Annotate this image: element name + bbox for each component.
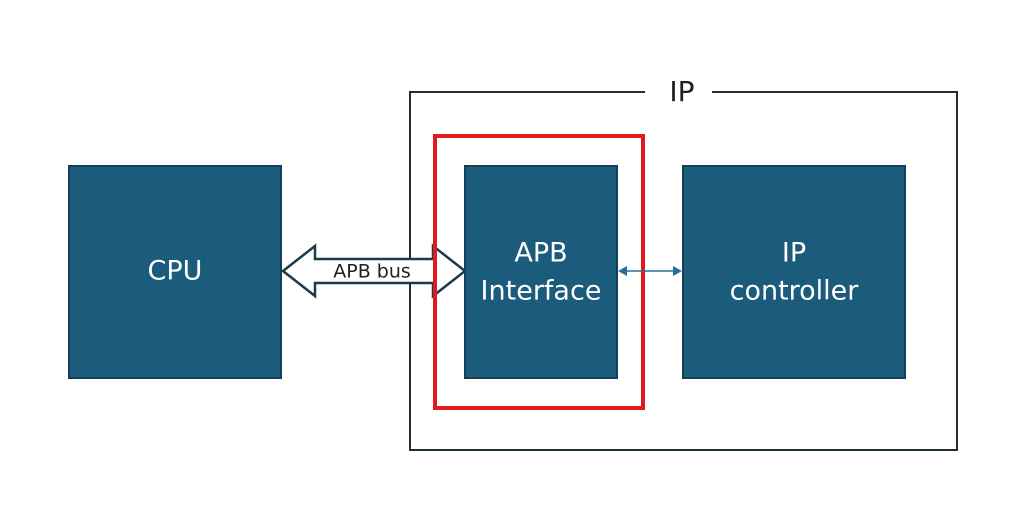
cpu-block: CPU bbox=[68, 165, 282, 379]
apb-interface-highlight bbox=[433, 134, 645, 410]
ip-controller-block-box bbox=[682, 165, 906, 379]
interface-controller-link bbox=[618, 266, 682, 276]
apb-bus: APB bus bbox=[280, 243, 468, 299]
apb-interface-block: APB Interface bbox=[464, 165, 618, 379]
ip-controller-label-line1: IP bbox=[782, 238, 806, 269]
link-arrowhead-left bbox=[618, 266, 627, 276]
apb-interface-label-line2: Interface bbox=[481, 276, 602, 307]
ip-group-title: IP bbox=[669, 75, 694, 108]
ip-group: IP bbox=[409, 75, 958, 451]
cpu-block-box bbox=[68, 165, 282, 379]
apb-bus-label: APB bus bbox=[333, 261, 411, 283]
apb-interface-label-line1: APB bbox=[514, 238, 567, 269]
cpu-block-label: CPU bbox=[148, 256, 203, 287]
link-arrowhead-right bbox=[673, 266, 682, 276]
ip-controller-block: IP controller bbox=[682, 165, 906, 379]
ip-controller-label-line2: controller bbox=[730, 276, 860, 307]
ip-group-frame bbox=[409, 91, 958, 451]
apb-interface-block-box bbox=[464, 165, 618, 379]
